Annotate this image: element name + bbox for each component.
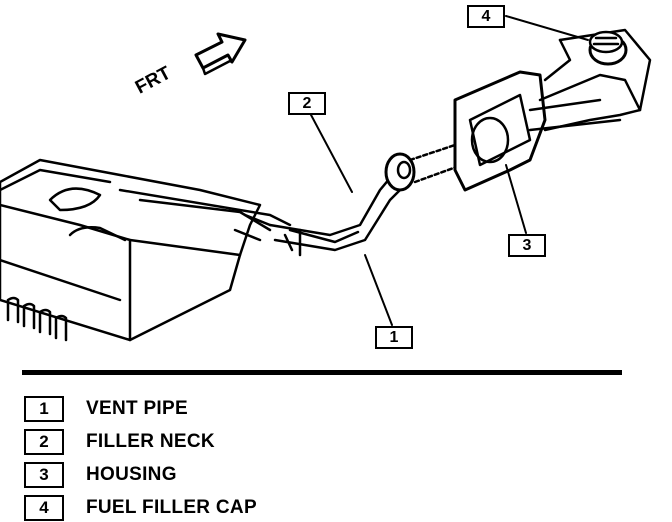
callout-3: 3 xyxy=(508,234,546,257)
housing xyxy=(453,28,652,192)
legend-item: 1 VENT PIPE xyxy=(24,396,188,422)
legend-label: VENT PIPE xyxy=(86,398,188,419)
callout-leaders xyxy=(309,15,589,326)
legend-number: 1 xyxy=(24,396,64,422)
legend-label: FUEL FILLER CAP xyxy=(86,497,257,518)
legend-number: 4 xyxy=(24,495,64,521)
fuel-tank xyxy=(0,158,292,342)
legend-number: 2 xyxy=(24,429,64,455)
filler-neck-and-vent-pipe xyxy=(268,138,472,257)
divider-rule xyxy=(22,370,622,375)
legend-item: 3 HOUSING xyxy=(24,462,177,488)
legend-label: FILLER NECK xyxy=(86,431,215,452)
legend-item: 4 FUEL FILLER CAP xyxy=(24,495,257,521)
legend-label: HOUSING xyxy=(86,464,177,485)
legend-number: 3 xyxy=(24,462,64,488)
callout-1: 1 xyxy=(375,326,413,349)
fuel-filler-cap xyxy=(588,30,628,66)
callout-4: 4 xyxy=(467,5,505,28)
callout-2: 2 xyxy=(288,92,326,115)
legend-item: 2 FILLER NECK xyxy=(24,429,215,455)
front-arrow-icon xyxy=(194,32,247,76)
